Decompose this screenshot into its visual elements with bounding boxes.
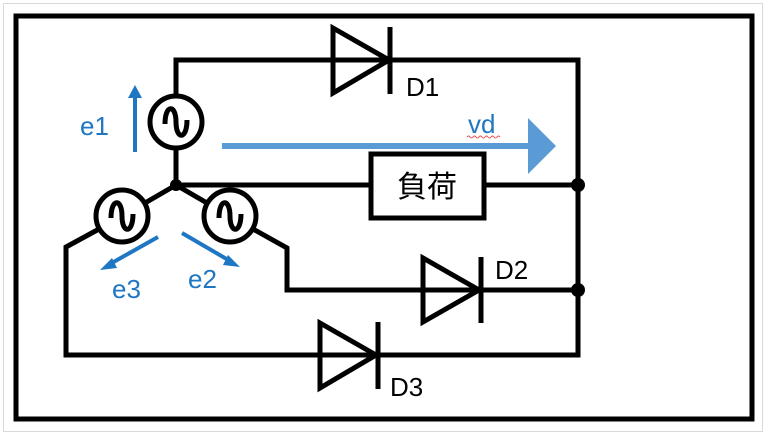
e2-label: e2 [188,264,217,294]
diode-d1 [330,23,394,98]
d2-junction-dot [571,283,585,297]
ac-source-icon [93,187,151,245]
load-box [368,151,487,221]
e1-label: e1 [80,111,109,141]
e3-arrow-shaft [109,235,159,266]
ac-source-icon [147,93,205,151]
diode-d3 [317,318,381,393]
d3-label: D3 [390,372,423,402]
ac-source-icon [201,187,259,245]
neutral-junction-dot [170,179,182,191]
e2-arrow-shaft [180,231,232,263]
arrow-up-icon [128,85,142,98]
source-e1 [147,93,205,151]
wire-e3-to-d3 [63,225,323,358]
d1-label: D1 [406,72,439,102]
vd-arrow-shaft [222,143,530,149]
e3-arrow [100,235,159,270]
load-label: 負荷 [397,170,457,205]
wires [63,57,581,358]
sine-wave-icon [216,200,244,232]
wire-e1-to-d1 [173,57,336,99]
e2-arrow [180,231,240,267]
vd-label: vd [468,109,495,139]
load-junction-dot [571,178,585,192]
diagram-border [13,13,755,422]
source-e2 [201,187,259,245]
vd-arrow-head [528,118,556,174]
e3-label: e3 [112,274,141,304]
e1-arrow [128,85,142,152]
diode-d2 [420,253,485,327]
source-e3 [93,187,151,245]
wire-right-bus [375,57,581,358]
spellcheck-underline [466,135,501,139]
arrow-down-right-icon [223,255,240,267]
sine-wave-icon [108,200,136,232]
d2-label: D2 [495,255,528,285]
arrow-down-left-icon [100,258,117,270]
sine-wave-icon [162,106,190,138]
wire-e2-to-d2 [249,225,426,293]
vd-arrow [222,118,556,174]
